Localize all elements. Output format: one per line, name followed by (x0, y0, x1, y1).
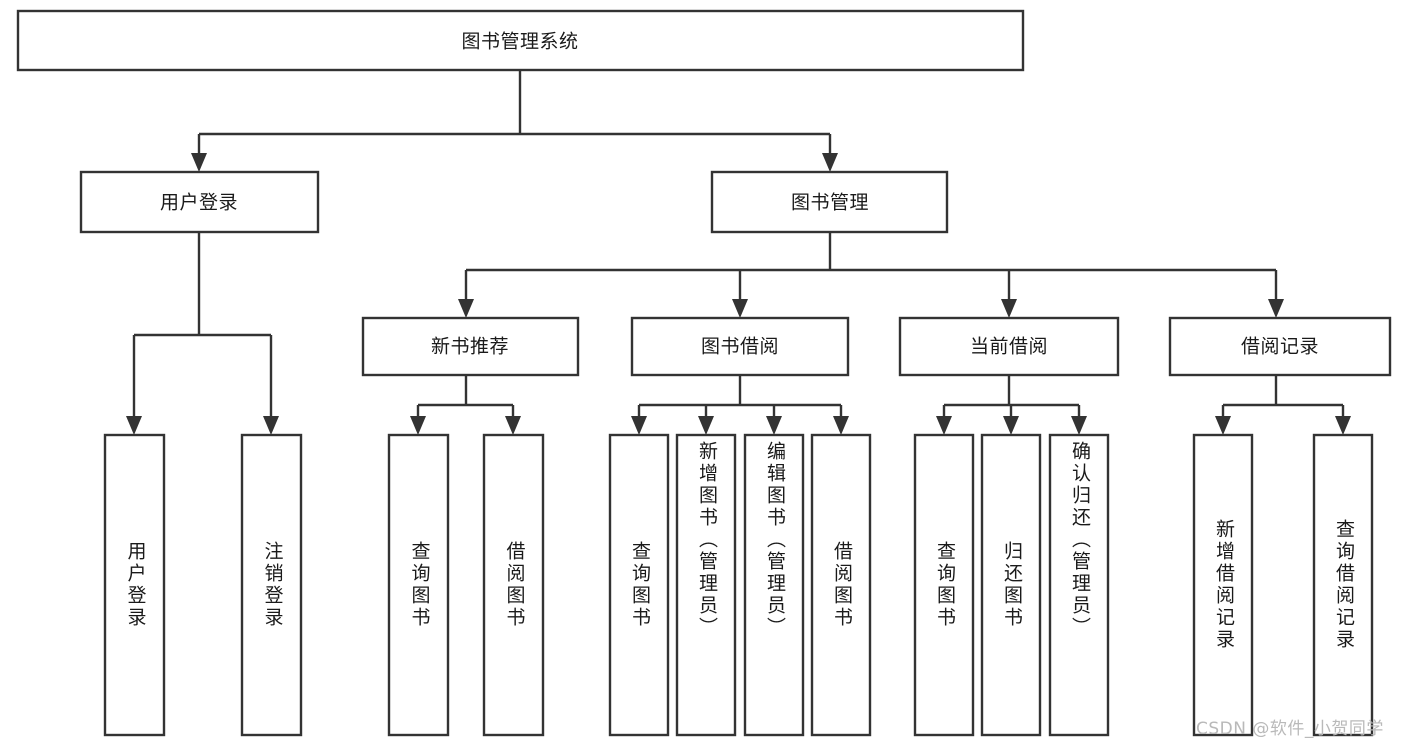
node-book-borrow-box[interactable] (630, 316, 850, 377)
arrow-leaf-add-record (1215, 416, 1231, 435)
arrow-leaf-user-login (126, 416, 142, 435)
node-book-borrow-label: 图书借阅 (701, 336, 779, 358)
arrow-leaf-logout (263, 416, 279, 435)
arrow-to-book-borrow (732, 299, 748, 318)
arrow-leaf-confirm-return (1071, 416, 1087, 435)
node-borrow-record-label: 借阅记录 (1241, 336, 1319, 358)
node-book-manage-box[interactable] (710, 170, 949, 234)
node-new-book-recommend[interactable]: 新书推荐 (361, 316, 580, 377)
leaf-edit-book-box[interactable] (743, 433, 805, 737)
arrow-leaf-add-book (698, 416, 714, 435)
leaf-query-record-box[interactable] (1312, 433, 1374, 737)
arrow-to-new-book-recommend (458, 299, 474, 318)
leaf-query-book-1-box[interactable] (387, 433, 450, 737)
leaf-borrow-book-2-box[interactable] (810, 433, 872, 737)
node-current-borrow-box[interactable] (898, 316, 1120, 377)
arrow-leaf-query-book-2 (631, 416, 647, 435)
leaf-query-book-3-box[interactable] (913, 433, 975, 737)
arrow-leaf-query-book-1 (410, 416, 426, 435)
arrow-to-book-manage (822, 153, 838, 172)
node-root[interactable]: 图书管理系统 (16, 9, 1025, 72)
node-book-manage-label: 图书管理 (791, 192, 869, 214)
node-new-book-recommend-label: 新书推荐 (431, 336, 509, 358)
arrow-leaf-edit-book (766, 416, 782, 435)
node-user-login-box[interactable] (79, 170, 320, 234)
node-borrow-record-box[interactable] (1168, 316, 1392, 377)
connector-group-root-to-level2 (191, 70, 838, 172)
connector-group-book-borrow-children (631, 375, 849, 435)
node-book-borrow[interactable]: 图书借阅 (630, 316, 850, 377)
connector-group-borrow-record-children (1215, 375, 1351, 435)
arrow-leaf-borrow-book-2 (833, 416, 849, 435)
node-user-login-label: 用户登录 (160, 192, 238, 214)
leaf-add-book-box[interactable] (675, 433, 737, 737)
connector-group-book-manage-children (458, 232, 1284, 318)
arrow-to-current-borrow (1001, 299, 1017, 318)
node-root-box[interactable] (16, 9, 1025, 72)
node-borrow-record[interactable]: 借阅记录 (1168, 316, 1392, 377)
arrow-leaf-borrow-book-1 (505, 416, 521, 435)
arrow-to-user-login (191, 153, 207, 172)
node-root-label: 图书管理系统 (461, 31, 578, 53)
leaf-add-record-box[interactable] (1192, 433, 1254, 737)
leaf-borrow-book-1-box[interactable] (482, 433, 545, 737)
node-user-login[interactable]: 用户登录 (79, 170, 320, 234)
arrow-leaf-return-book (1003, 416, 1019, 435)
connector-group-user-login-children (126, 232, 279, 435)
connector-group-current-borrow-children (936, 375, 1087, 435)
leaf-return-book-box[interactable] (980, 433, 1042, 737)
node-new-book-recommend-box[interactable] (361, 316, 580, 377)
watermark-text: CSDN @软件_小贺同学 (1196, 719, 1384, 739)
leaf-boxes (103, 433, 1374, 737)
leaf-confirm-return-box[interactable] (1048, 433, 1110, 737)
node-current-borrow[interactable]: 当前借阅 (898, 316, 1120, 377)
arrow-leaf-query-record (1335, 416, 1351, 435)
node-book-manage[interactable]: 图书管理 (710, 170, 949, 234)
leaf-user-login-box[interactable] (103, 433, 166, 737)
arrow-to-borrow-record (1268, 299, 1284, 318)
node-current-borrow-label: 当前借阅 (970, 336, 1048, 358)
leaf-logout-box[interactable] (240, 433, 303, 737)
leaf-query-book-2-box[interactable] (608, 433, 670, 737)
connector-group-new-book-recommend-children (410, 375, 521, 435)
arrow-leaf-query-book-3 (936, 416, 952, 435)
